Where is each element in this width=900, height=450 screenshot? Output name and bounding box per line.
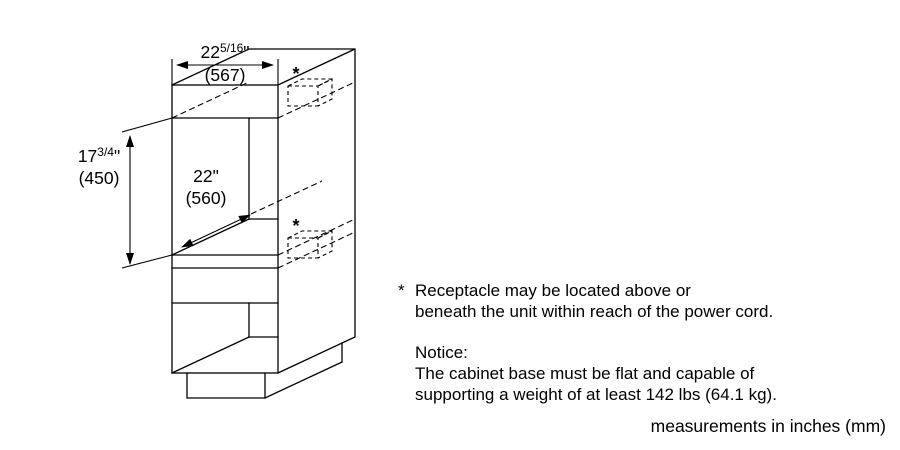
receptacle-box-top: * (287, 64, 333, 107)
height-dimension-mm: (450) (79, 168, 120, 188)
depth-dimension: 22" (560) (181, 166, 323, 248)
receptacle-note-text: Receptacle may be located above or benea… (415, 280, 773, 322)
units-note: measurements in inches (mm) (650, 416, 886, 436)
width-dimension-mm: (567) (205, 65, 246, 85)
notice-block: Notice: The cabinet base must be flat an… (415, 342, 777, 405)
receptacle-note-line1: Receptacle may be located above or (415, 281, 691, 300)
receptacle-asterisk-top: * (292, 64, 299, 84)
receptacle-note-marker: * (398, 281, 405, 300)
depth-dimension-mm: (560) (186, 188, 227, 208)
height-dimension: 173/4" (450) (78, 117, 173, 269)
width-dimension-inches: 225/16" (200, 41, 249, 62)
notice-line2: supporting a weight of at least 142 lbs … (415, 385, 777, 404)
receptacle-note: * Receptacle may be located above or ben… (398, 280, 773, 322)
cabinet-outline (171, 48, 356, 399)
notice-line1: The cabinet base must be flat and capabl… (415, 364, 755, 383)
depth-dimension-inches: 22" (193, 166, 219, 186)
width-dimension: 225/16" (567) (171, 41, 279, 85)
receptacle-note-line2: beneath the unit within reach of the pow… (415, 302, 774, 321)
height-dimension-inches: 173/4" (78, 145, 120, 166)
notice-title: Notice: (415, 343, 468, 362)
cabinet-cutout-drawing: * * 225/16" (567) 173/4" (450) (78, 41, 356, 399)
receptacle-box-bottom: * (287, 216, 333, 259)
hidden-edges (171, 81, 356, 269)
receptacle-asterisk-bottom: * (292, 216, 299, 236)
